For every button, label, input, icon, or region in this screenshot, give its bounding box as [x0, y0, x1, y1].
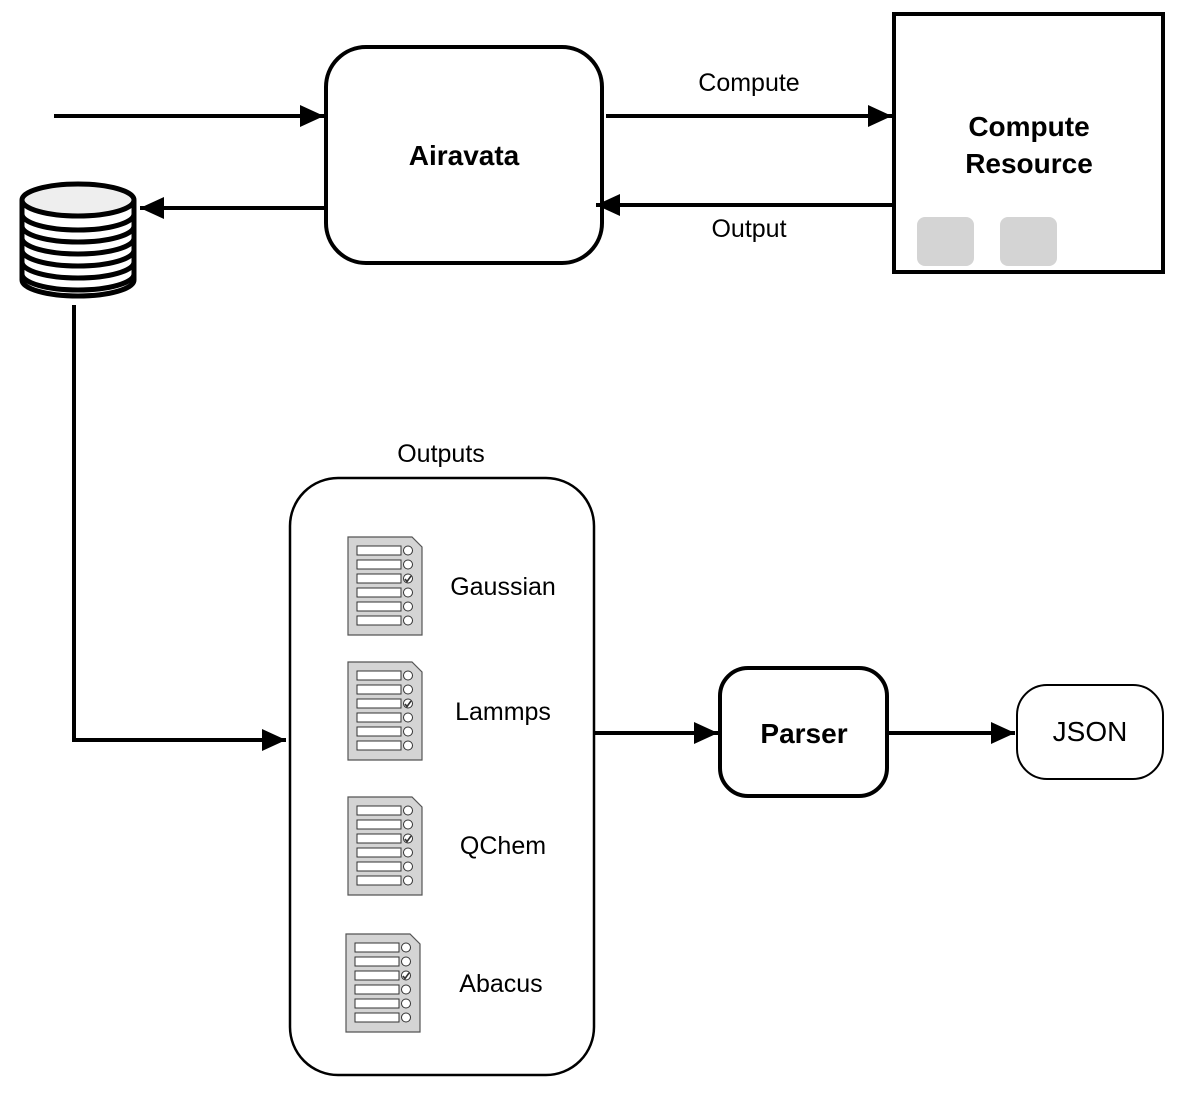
document-icon — [347, 796, 423, 896]
output-file-name: Lammps — [455, 698, 551, 726]
outputs-group-label: Outputs — [397, 440, 485, 468]
json-label: JSON — [1053, 716, 1128, 747]
compute-core-icon — [917, 217, 974, 266]
output-file-item[interactable]: QChem — [347, 796, 546, 896]
compute-resource-label-line2: Resource — [965, 148, 1093, 179]
document-icon — [347, 536, 423, 636]
compute-resource-label-line1: Compute — [968, 111, 1089, 142]
compute-core-icon — [1000, 217, 1057, 266]
airavata-node[interactable]: Airavata — [324, 45, 604, 265]
output-file-name: QChem — [460, 832, 546, 860]
database-icon — [19, 181, 137, 299]
output-file-item[interactable]: Lammps — [347, 661, 551, 761]
json-node[interactable]: JSON — [1016, 684, 1164, 780]
output-file-name: Abacus — [459, 970, 542, 998]
compute-edge-label: Compute — [698, 69, 799, 97]
airavata-label: Airavata — [409, 140, 520, 171]
document-icon — [347, 661, 423, 761]
output-file-name: Gaussian — [450, 573, 556, 601]
database-to-outputs-edge — [72, 305, 286, 751]
output-edge-label: Output — [711, 215, 786, 243]
output-file-item[interactable]: Gaussian — [347, 536, 556, 636]
parser-node[interactable]: Parser — [718, 666, 889, 798]
output-file-item[interactable]: Abacus — [345, 933, 543, 1033]
compute-resource-node[interactable]: Compute Resource — [892, 12, 1165, 274]
parser-label: Parser — [760, 718, 847, 749]
document-icon — [345, 933, 421, 1033]
outputs-group — [288, 476, 596, 1077]
